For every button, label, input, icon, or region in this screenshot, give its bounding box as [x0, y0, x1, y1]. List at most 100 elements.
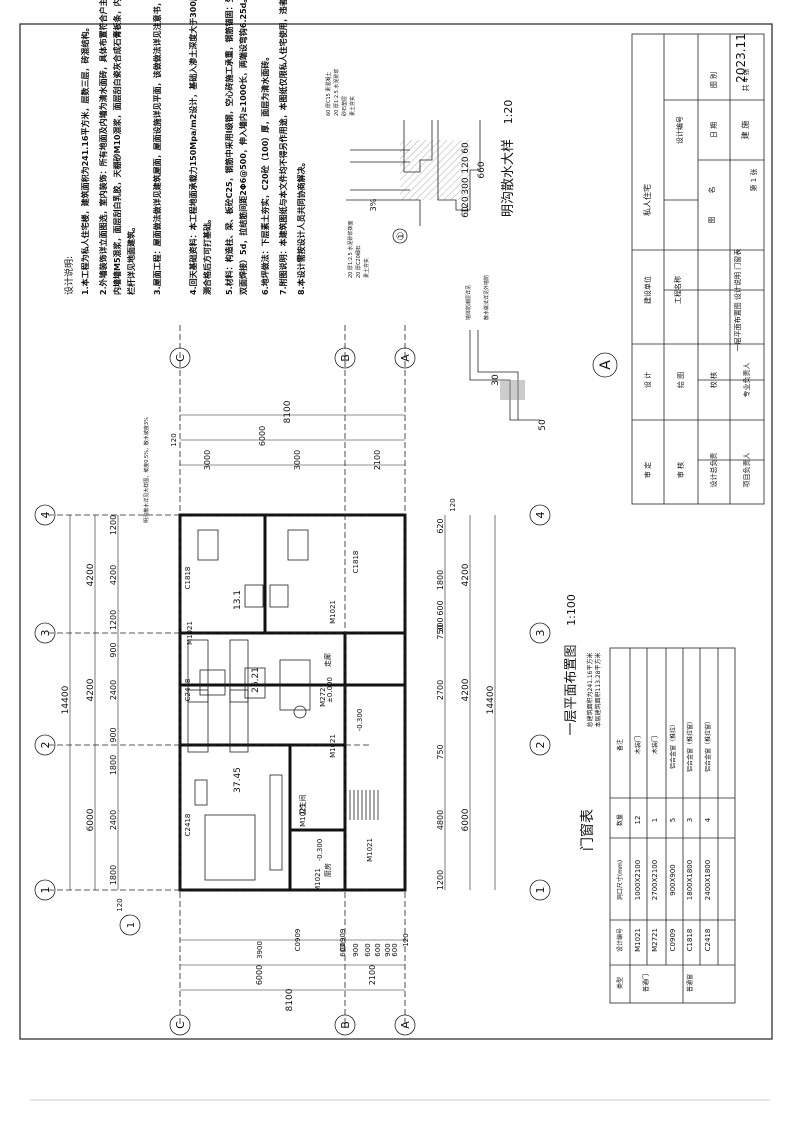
dim-top-seg: 1800	[109, 755, 118, 775]
chair-1	[244, 584, 264, 608]
axis-label: C	[174, 354, 187, 362]
title-total: 共 4 张	[741, 69, 750, 92]
table-code: C1818	[686, 929, 694, 952]
axis-label: A	[399, 354, 412, 362]
window-label: C1818	[184, 567, 192, 590]
axis-label: 1	[534, 887, 547, 894]
detail-label: 20 厚C20细石	[355, 245, 362, 278]
cabinet-2	[229, 689, 249, 753]
room-label: 26.21	[251, 667, 261, 693]
detail-dim: 60	[461, 142, 471, 154]
axis-bubble	[529, 504, 551, 526]
section-label: 1	[126, 922, 137, 928]
axis-bubble	[34, 622, 56, 644]
dim-top-seg: 1200	[109, 610, 118, 630]
detail-a-label-2: 散水做法详见外墙防	[483, 275, 490, 320]
title-build-unit: 建设单位	[643, 276, 652, 304]
stairs	[349, 790, 379, 820]
dim-left-seg: 3900	[256, 941, 264, 959]
room-label: 卫生间	[298, 795, 307, 816]
bed-2	[197, 529, 219, 561]
axis-bubble	[169, 1014, 191, 1036]
table-code: C2418	[704, 929, 712, 952]
dim-bot-seg: 1200	[436, 870, 445, 890]
door-label: M1021	[329, 600, 337, 624]
table-size: 1000X2100	[634, 860, 642, 900]
detail-scale: 1:20	[502, 100, 515, 125]
title-discipline: 建 施	[740, 121, 750, 140]
axis-label: C	[174, 1021, 187, 1029]
note-line: 内墙墙M5混浆，面层刮白乳胶，天棚砂M10混浆，面层刮白瓷灰合成石膏板条，内墙墙…	[112, 0, 122, 295]
axis-label: 4	[534, 512, 547, 519]
title-block: 2023.11 建 施 日 期 共 4 张 图 别 第 1 张 设计编号 私人住…	[631, 33, 765, 505]
dim-edge: 120	[170, 433, 178, 446]
armchair	[199, 669, 226, 696]
door-label: M1021	[314, 868, 322, 892]
plan-area-2: 本层建筑面积113.28平方米	[594, 653, 602, 728]
table-size: 1800X1800	[686, 860, 694, 900]
axis-label: 3	[534, 630, 547, 637]
note-line: 双面焊接）5d，拉结筋间距2Φ6@500，伸入墙内≥1000长，两端设弯钩6.2…	[238, 0, 248, 295]
table-note: 铝合金窗（推拉窗）	[704, 718, 712, 772]
dim-right-mid: 6000	[258, 426, 267, 446]
axis-label: 2	[534, 742, 547, 749]
window-label: C1818	[352, 551, 360, 574]
table-header: 设计编号	[616, 928, 624, 952]
title-chart: 图 别	[709, 72, 718, 88]
section-marker	[119, 914, 141, 936]
title-role: 绘 图	[676, 372, 685, 388]
detail-a: A 30 50 墙体防潮层详见 散水做法详见外墙防	[465, 275, 618, 431]
plant-icon	[293, 705, 307, 719]
dim-left-seg: 600	[339, 943, 347, 956]
detail-a-circle: A	[598, 360, 614, 370]
dim-left-seg: 600	[391, 943, 399, 956]
detail-dim: 60	[461, 206, 471, 218]
window-label: C0909	[294, 929, 302, 952]
table-qty: 5	[669, 818, 677, 822]
dim-bot-seg: 300	[436, 617, 445, 632]
note-line: 5.材料：构造柱、梁、板砼C25，钢筋中采用I级钢，空心砖施工承重，钢筋锚固：受…	[224, 0, 234, 295]
dim-left-seg: 900	[352, 943, 360, 956]
detail-label: 素土夯实	[349, 96, 356, 116]
dim-bot-seg: 4800	[436, 810, 445, 830]
note-line: 3.屋面工程：屋面做法做详见建筑屋面，屋面设施详见平面，该做做法详见注意书，楼板…	[152, 0, 162, 295]
detail-dim: 660	[477, 161, 487, 178]
axis-bubble	[34, 504, 56, 526]
bed	[204, 814, 256, 881]
window-label: C2418	[184, 814, 192, 837]
table-qty: 12	[634, 816, 642, 825]
dim-top-seg: 1800	[109, 865, 118, 885]
table-title: 门窗表	[579, 809, 596, 851]
table-type: 普通窗	[686, 974, 694, 992]
table-note: 木装门	[634, 736, 642, 754]
detail-label: 20 厚1:2.5 水泥砂浆	[333, 69, 340, 116]
detail-label: 60 厚C15 素混凝土	[325, 72, 332, 116]
chair-2	[269, 584, 289, 608]
axis-label: 4	[39, 512, 52, 519]
detail-slope: 3%	[369, 198, 378, 211]
dim-top-mid: 4200	[86, 678, 96, 701]
table-code: M2721	[651, 928, 659, 952]
note-line: 6.地坪做法：下层素土夯实，C20砼（100）厚，面层为清水面砖。	[260, 53, 270, 295]
detail-dim: 300	[461, 177, 471, 194]
bed-3	[287, 529, 309, 561]
room-label: -0.300	[316, 839, 324, 862]
title-role: 审 定	[643, 462, 652, 478]
detail-circle-1: ①	[396, 232, 407, 241]
dim-top-seg: 2400	[109, 680, 118, 700]
title-role: 设计总负责	[709, 453, 718, 488]
door-label: M1021	[329, 734, 337, 758]
sofa-1	[194, 779, 208, 806]
title-drawings: 一层平面布置图 设计说明 门窗表	[733, 249, 742, 351]
title-name-col: 名	[707, 187, 716, 194]
room-label: 37.45	[233, 767, 243, 793]
coffee-table	[244, 667, 266, 699]
detail-title: 明沟散水大样	[501, 139, 516, 217]
axis-bubble	[34, 734, 56, 756]
axis-bubble	[169, 347, 191, 369]
dim-edge: 120	[449, 498, 457, 511]
table-header: 洞口尺寸(mm)	[616, 860, 624, 900]
axis-label: B	[339, 354, 352, 362]
